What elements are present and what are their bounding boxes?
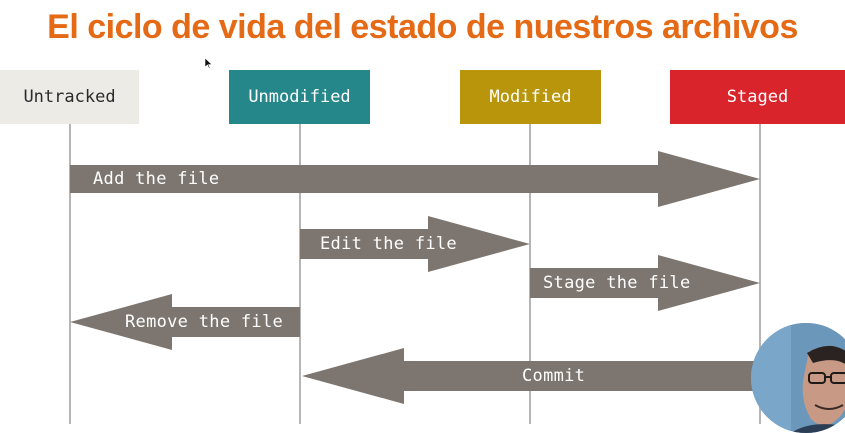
- lifeline-unmodified: [299, 124, 301, 424]
- state-label: Unmodified: [248, 87, 351, 107]
- mouse-cursor-icon: [204, 54, 213, 73]
- arrow-stage-the-file: Stage the file: [530, 255, 760, 311]
- state-label: Staged: [726, 87, 789, 107]
- state-label: Modified: [489, 87, 572, 107]
- arrow-label: Commit: [522, 366, 586, 386]
- lifeline-untracked: [69, 124, 71, 424]
- state-staged: Staged: [670, 70, 845, 124]
- arrow-label: Remove the file: [125, 312, 284, 332]
- state-label: Untracked: [23, 87, 116, 107]
- webcam-presenter-image: [751, 323, 845, 433]
- arrow-add-the-file: Add the file: [70, 151, 760, 207]
- arrow-label: Stage the file: [543, 273, 691, 293]
- arrow-label: Add the file: [93, 169, 220, 189]
- state-unmodified: Unmodified: [229, 70, 370, 124]
- arrow-commit: Commit: [302, 348, 760, 404]
- slide-title: El ciclo de vida del estado de nuestros …: [47, 8, 798, 46]
- lifeline-staged: [759, 124, 761, 424]
- state-modified: Modified: [460, 70, 601, 124]
- arrow-remove-the-file: Remove the file: [70, 294, 300, 350]
- state-untracked: Untracked: [0, 70, 139, 124]
- arrow-label: Edit the file: [320, 234, 457, 254]
- arrow-edit-the-file: Edit the file: [300, 216, 530, 272]
